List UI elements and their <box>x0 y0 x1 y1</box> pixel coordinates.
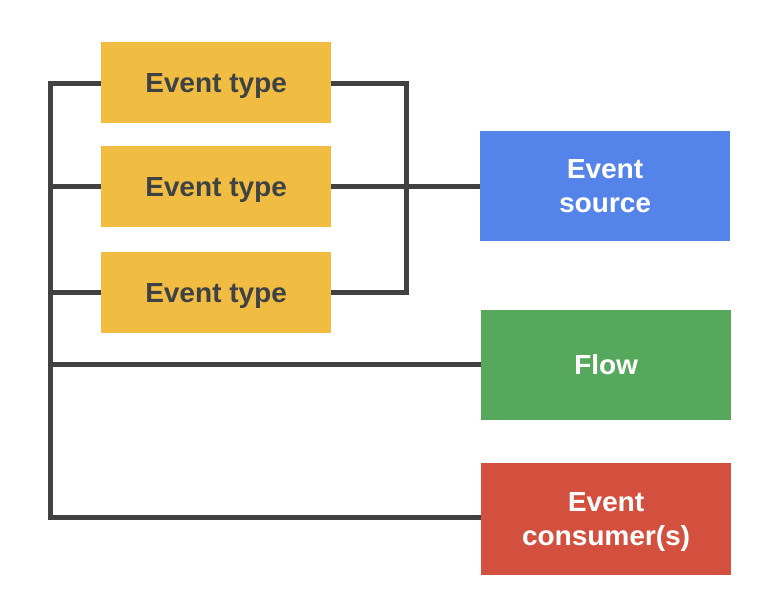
event-type-box-3: Event type <box>101 252 331 333</box>
flow-label: Flow <box>574 348 638 380</box>
event-type-box-1: Event type <box>101 42 331 123</box>
event-type-2-label: Event type <box>145 170 287 202</box>
event-type-box-2: Event type <box>101 146 331 227</box>
event-type-3-right-connector <box>331 290 409 295</box>
left-bus-vertical-line <box>48 81 53 520</box>
bus-to-consumers-connector <box>48 515 481 520</box>
event-type-3-left-connector <box>48 290 101 295</box>
event-consumers-label: Event consumer(s) <box>521 485 691 551</box>
bus-to-flow-connector <box>48 362 481 367</box>
event-type-1-left-connector <box>48 81 101 86</box>
event-type-3-label: Event type <box>145 276 287 308</box>
event-consumers-box: Event consumer(s) <box>481 463 731 575</box>
event-type-1-label: Event type <box>145 66 287 98</box>
event-source-label: Event source <box>559 152 651 218</box>
flow-box: Flow <box>481 310 731 420</box>
event-type-2-left-connector <box>48 184 101 189</box>
event-type-1-right-connector <box>331 81 409 86</box>
event-type-2-to-event-source-connector <box>331 184 480 189</box>
event-source-box: Event source <box>480 131 730 241</box>
